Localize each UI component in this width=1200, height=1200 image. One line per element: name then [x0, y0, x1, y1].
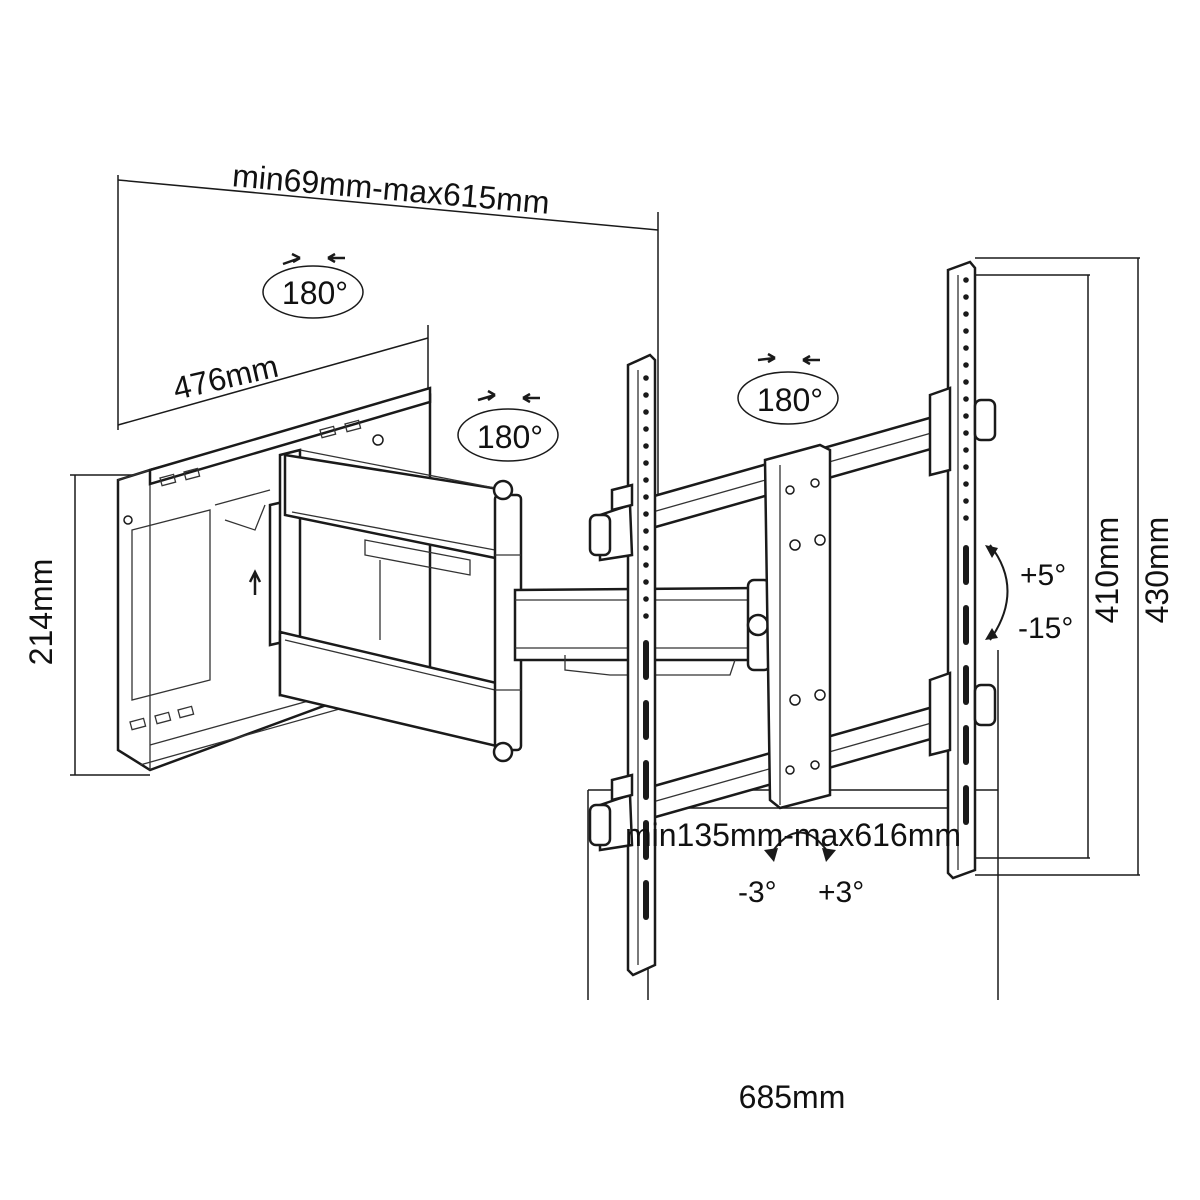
- right-tv-bracket: [928, 260, 997, 880]
- wall-plate-height-label: 214mm: [23, 559, 59, 666]
- rotation-label-3: 180°: [757, 382, 823, 418]
- rotation-badge-1: 180°: [262, 252, 364, 319]
- tilt-up-label: +5°: [1020, 559, 1066, 592]
- overall-width-label: 685mm: [739, 1079, 846, 1115]
- tv-plate-spacing-label: min135mm-max616mm: [625, 817, 961, 853]
- extension-dimension-label: min69mm-max615mm: [231, 157, 551, 221]
- tilt-down-label: -15°: [1018, 612, 1073, 645]
- first-arm: [268, 448, 523, 763]
- inner-height-label: 410mm: [1089, 517, 1125, 624]
- wall-plate-width-label: 476mm: [169, 348, 281, 407]
- tilt-block: [763, 443, 832, 810]
- left-tv-bracket: [588, 353, 657, 977]
- level-left-label: -3°: [738, 876, 777, 909]
- rotation-badge-3: 180°: [737, 352, 839, 425]
- rotation-label-1: 180°: [282, 275, 348, 311]
- level-indicator: -3° +3°: [738, 831, 864, 909]
- rotation-badge-2: 180°: [457, 389, 559, 462]
- rotation-label-2: 180°: [477, 419, 543, 455]
- tilt-indicator: +5° -15°: [985, 544, 1073, 645]
- level-right-label: +3°: [818, 876, 864, 909]
- outer-height-label: 430mm: [1139, 517, 1175, 624]
